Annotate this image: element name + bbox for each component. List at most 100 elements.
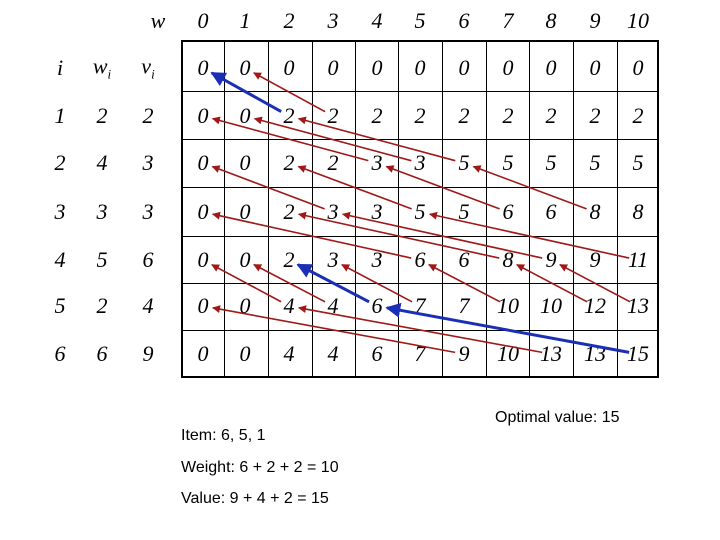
- table-cell: 0: [458, 55, 470, 80]
- capacity-label: 1: [239, 8, 251, 33]
- table-cell: 0: [371, 55, 383, 80]
- grid-column-divider: [442, 40, 443, 378]
- item-weight: 4: [96, 150, 108, 175]
- table-cell: 8: [632, 199, 644, 224]
- total-value-caption: Value: 9 + 4 + 2 = 15: [181, 490, 329, 507]
- table-cell: 2: [502, 103, 514, 128]
- table-cell: 3: [371, 247, 383, 272]
- item-value: 3: [142, 150, 154, 175]
- table-cell: 5: [458, 199, 470, 224]
- dependency-arrow: [472, 165, 587, 210]
- capacity-label: 9: [589, 8, 601, 33]
- dependency-arrow: [212, 305, 456, 354]
- table-cell: 0: [545, 55, 557, 80]
- table-cell: 5: [414, 199, 426, 224]
- dependency-arrow: [428, 263, 501, 303]
- grid-column-divider: [617, 40, 618, 378]
- dp-table-frame: [181, 40, 659, 378]
- item-value: 3: [142, 199, 154, 224]
- item-value: 9: [142, 341, 154, 366]
- table-cell: 8: [502, 247, 514, 272]
- table-cell: 6: [414, 247, 426, 272]
- table-cell: 10: [497, 293, 519, 318]
- capacity-label: 3: [327, 8, 339, 33]
- capacity-label: 10: [627, 8, 649, 33]
- table-cell: 9: [589, 247, 601, 272]
- item-weight: 5: [96, 247, 108, 272]
- table-cell: 4: [283, 293, 295, 318]
- traceback-arrow: [296, 263, 370, 304]
- grid-column-divider: [398, 40, 399, 378]
- capacity-label: 0: [197, 8, 209, 33]
- table-cell: 2: [327, 103, 339, 128]
- grid-row-divider: [181, 283, 659, 284]
- capacity-header: w: [150, 8, 166, 33]
- table-cell: 0: [239, 199, 251, 224]
- dependency-arrow: [428, 211, 630, 259]
- table-cell: 4: [327, 341, 339, 366]
- table-cell: 9: [458, 341, 470, 366]
- table-cell: 4: [327, 293, 339, 318]
- table-cell: 0: [197, 55, 209, 80]
- table-cell: 3: [414, 150, 426, 175]
- table-cell: 7: [414, 293, 426, 318]
- table-cell: 0: [197, 199, 209, 224]
- table-cell: 0: [283, 55, 295, 80]
- grid-row-divider: [181, 139, 659, 140]
- dependency-arrow: [253, 72, 326, 113]
- table-cell: 15: [627, 341, 649, 366]
- table-cell: 2: [371, 103, 383, 128]
- capacity-label: 2: [283, 8, 295, 33]
- grid-column-divider: [268, 40, 269, 378]
- weight-header: wi: [92, 53, 112, 82]
- item-weight: 3: [96, 199, 108, 224]
- table-cell: 2: [458, 103, 470, 128]
- table-cell: 11: [627, 247, 649, 272]
- table-cell: 2: [283, 199, 295, 224]
- table-cell: 0: [327, 55, 339, 80]
- grid-row-divider: [181, 91, 659, 92]
- table-cell: 3: [327, 199, 339, 224]
- table-cell: 5: [632, 150, 644, 175]
- dependency-arrow: [341, 211, 543, 259]
- grid-column-divider: [573, 40, 574, 378]
- table-cell: 0: [197, 247, 209, 272]
- table-cell: 13: [627, 293, 649, 318]
- item-weight: 2: [96, 103, 108, 128]
- table-cell: 0: [197, 150, 209, 175]
- table-cell: 8: [589, 199, 601, 224]
- grid-row-divider: [181, 236, 659, 237]
- dependency-arrow: [341, 263, 413, 303]
- table-cell: 7: [414, 341, 426, 366]
- dependency-arrow: [385, 165, 500, 210]
- table-cell: 4: [283, 341, 295, 366]
- table-cell: 2: [327, 150, 339, 175]
- table-cell: 2: [283, 103, 295, 128]
- item-value: 2: [142, 103, 154, 128]
- table-cell: 0: [239, 341, 251, 366]
- dependency-arrow: [298, 305, 543, 354]
- grid-column-divider: [529, 40, 530, 378]
- table-cell: 2: [414, 103, 426, 128]
- table-cell: 0: [239, 247, 251, 272]
- dependency-arrow: [211, 165, 325, 210]
- table-cell: 10: [540, 293, 562, 318]
- capacity-label: 5: [414, 8, 426, 33]
- item-index: 4: [54, 247, 66, 272]
- item-weight: 6: [96, 341, 108, 366]
- total-weight-caption: Weight: 6 + 2 + 2 = 10: [181, 459, 339, 476]
- dependency-arrow: [559, 263, 631, 303]
- table-cell: 2: [283, 150, 295, 175]
- traceback-arrow: [210, 71, 282, 113]
- table-cell: 0: [239, 103, 251, 128]
- grid-row-divider: [181, 187, 659, 188]
- capacity-label: 4: [371, 8, 383, 33]
- optimal-value-caption: Optimal value: 15: [495, 409, 620, 426]
- capacity-label: 6: [458, 8, 470, 33]
- table-cell: 0: [239, 55, 251, 80]
- dependency-arrow: [253, 116, 412, 162]
- table-cell: 0: [197, 341, 209, 366]
- table-cell: 6: [371, 341, 383, 366]
- table-cell: 3: [371, 150, 383, 175]
- table-cell: 3: [327, 247, 339, 272]
